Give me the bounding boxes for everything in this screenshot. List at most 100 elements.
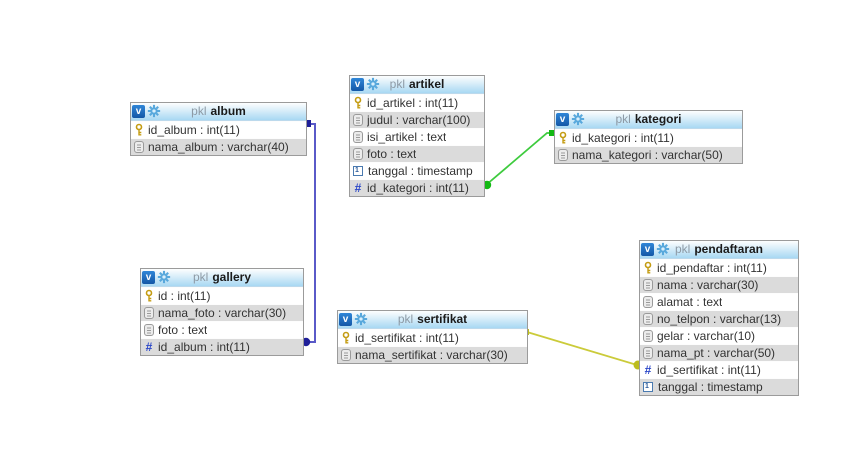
designer-v-icon[interactable]: v: [351, 77, 364, 91]
table-name: gallery: [212, 270, 252, 284]
text-field-icon: [353, 148, 363, 160]
field-row-alamat[interactable]: alamat : text: [640, 293, 798, 310]
table-prefix: pkl: [389, 77, 405, 91]
gear-icon[interactable]: [571, 112, 585, 126]
foreign-key-icon: #: [145, 340, 153, 354]
field-text: foto : text: [158, 322, 208, 337]
primary-key-icon: [135, 123, 143, 136]
field-row-no_telpon[interactable]: no_telpon : varchar(13): [640, 310, 798, 327]
table-prefix: pkl: [615, 112, 631, 126]
field-text: id_pendaftar : int(11): [657, 260, 767, 275]
table-name: kategori: [634, 112, 682, 126]
field-row-nama[interactable]: nama : varchar(30): [640, 276, 798, 293]
field-row-id_album[interactable]: id_album : int(11): [131, 121, 306, 138]
field-row-foto[interactable]: foto : text: [350, 145, 484, 162]
field-text: tanggal : timestamp: [368, 163, 473, 178]
field-text: nama_sertifikat : varchar(30): [355, 347, 508, 362]
table-prefix: pkl: [191, 104, 207, 118]
field-row-id_album[interactable]: # id_album : int(11): [141, 338, 303, 355]
field-row-id_kategori[interactable]: id_kategori : int(11): [555, 129, 742, 146]
header-icons: v: [556, 112, 585, 126]
field-text: alamat : text: [657, 294, 723, 309]
field-text: nama : varchar(30): [657, 277, 759, 292]
timestamp-icon: 1: [353, 166, 363, 176]
field-row-tanggal[interactable]: 1 tanggal : timestamp: [640, 378, 798, 395]
field-row-id_sertifikat[interactable]: id_sertifikat : int(11): [338, 329, 527, 346]
field-row-id[interactable]: id : int(11): [141, 287, 303, 304]
table-name: album: [210, 104, 246, 118]
table-name: pendaftaran: [694, 242, 764, 256]
header-icons: v: [132, 104, 161, 118]
designer-v-icon[interactable]: v: [339, 312, 352, 326]
field-text: id_artikel : int(11): [367, 95, 459, 110]
field-row-nama_album[interactable]: nama_album : varchar(40): [131, 138, 306, 155]
field-row-foto[interactable]: foto : text: [141, 321, 303, 338]
field-text: id_sertifikat : int(11): [355, 330, 459, 345]
field-text: foto : text: [367, 146, 417, 161]
field-row-isi_artikel[interactable]: isi_artikel : text: [350, 128, 484, 145]
field-text: tanggal : timestamp: [658, 379, 763, 394]
field-row-tanggal[interactable]: 1 tanggal : timestamp: [350, 162, 484, 179]
header-icons: v: [641, 242, 670, 256]
field-row-nama_foto[interactable]: nama_foto : varchar(30): [141, 304, 303, 321]
field-row-id_sertifikat[interactable]: # id_sertifikat : int(11): [640, 361, 798, 378]
primary-key-icon: [559, 131, 567, 144]
text-field-icon: [353, 131, 363, 143]
field-row-id_kategori[interactable]: # id_kategori : int(11): [350, 179, 484, 196]
designer-v-icon[interactable]: v: [556, 112, 569, 126]
field-row-nama_sertifikat[interactable]: nama_sertifikat : varchar(30): [338, 346, 527, 363]
foreign-key-icon: #: [354, 181, 362, 195]
text-field-icon: [341, 349, 351, 361]
field-text: nama_pt : varchar(50): [657, 345, 776, 360]
table-prefix: pkl: [192, 270, 209, 284]
designer-v-icon[interactable]: v: [142, 270, 155, 284]
designer-v-icon[interactable]: v: [132, 104, 145, 118]
text-field-icon: [643, 347, 653, 359]
table-prefix: pkl: [674, 242, 691, 256]
field-row-judul[interactable]: judul : varchar(100): [350, 111, 484, 128]
header-icons: v: [142, 270, 171, 284]
relation-line: [308, 123, 316, 343]
field-row-id_artikel[interactable]: id_artikel : int(11): [350, 94, 484, 111]
table-name: sertifikat: [417, 312, 468, 326]
relation-artikel-kategori[interactable]: [482, 130, 555, 190]
gear-icon[interactable]: [354, 312, 368, 326]
table-name: artikel: [408, 77, 445, 91]
text-field-icon: [643, 313, 653, 325]
gear-icon[interactable]: [147, 104, 161, 118]
field-row-nama_pt[interactable]: nama_pt : varchar(50): [640, 344, 798, 361]
field-row-gelar[interactable]: gelar : varchar(10): [640, 327, 798, 344]
gear-icon[interactable]: [157, 270, 171, 284]
timestamp-icon: 1: [643, 382, 653, 392]
field-text: no_telpon : varchar(13): [657, 311, 782, 326]
primary-key-icon: [342, 331, 350, 344]
primary-key-icon: [145, 289, 153, 302]
field-text: id_album : int(11): [158, 339, 250, 354]
relation-sertifikat-pendaftaran[interactable]: [523, 329, 643, 370]
field-text: nama_foto : varchar(30): [158, 305, 287, 320]
foreign-key-icon: #: [644, 363, 652, 377]
field-text: id : int(11): [158, 288, 211, 303]
designer-v-icon[interactable]: v: [641, 242, 654, 256]
gear-icon[interactable]: [366, 77, 380, 91]
field-row-id_pendaftar[interactable]: id_pendaftar : int(11): [640, 259, 798, 276]
gear-icon[interactable]: [656, 242, 670, 256]
field-text: judul : varchar(100): [367, 112, 471, 127]
text-field-icon: [353, 114, 363, 126]
field-row-nama_kategori[interactable]: nama_kategori : varchar(50): [555, 146, 742, 163]
field-text: gelar : varchar(10): [657, 328, 756, 343]
